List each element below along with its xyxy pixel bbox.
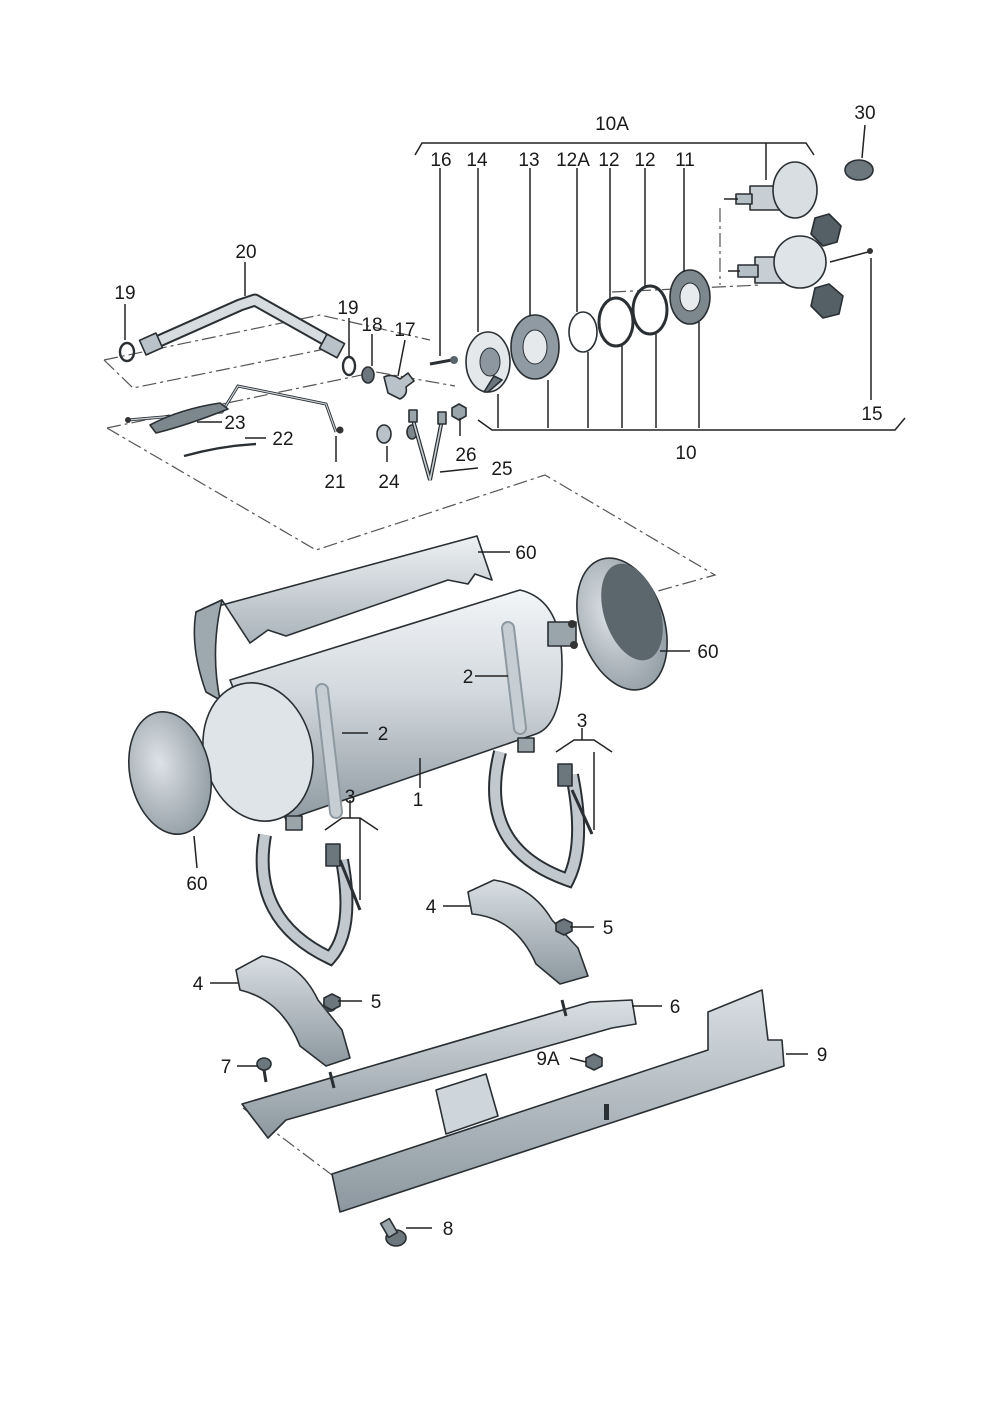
- bolt-8: [379, 1217, 407, 1247]
- label-26: 26: [455, 445, 476, 466]
- vent-pipe-20: [138, 293, 346, 359]
- end-cap-60-right: [576, 557, 668, 691]
- label-7: 7: [221, 1057, 232, 1078]
- protective-sleeve-23: [149, 402, 229, 434]
- callout-labels: 30 10A 16 14 13 12A 12 12 11 20 19 19 18…: [114, 103, 882, 1240]
- label-14: 14: [466, 150, 488, 171]
- crossmember-9: [331, 989, 785, 1213]
- nut-9a: [585, 1053, 603, 1071]
- seal-plate-14: [465, 331, 511, 393]
- label-60-right: 60: [697, 642, 718, 663]
- label-23: 23: [224, 413, 245, 434]
- label-1: 1: [413, 790, 424, 811]
- label-21: 21: [324, 472, 345, 493]
- label-11: 11: [675, 150, 695, 171]
- gas-tank-1: [202, 589, 578, 822]
- label-60-top: 60: [515, 543, 536, 564]
- label-12-second: 12: [634, 150, 655, 171]
- label-10: 10: [675, 443, 696, 464]
- label-6: 6: [670, 997, 681, 1018]
- label-9a: 9A: [536, 1049, 560, 1070]
- label-18: 18: [361, 315, 382, 336]
- hose-clamp-19-right: [341, 355, 357, 377]
- nut-26: [451, 403, 467, 421]
- o-ring-12a: [568, 311, 598, 353]
- group-bracket-10: [477, 417, 906, 431]
- label-9: 9: [817, 1045, 828, 1066]
- label-19-left: 19: [114, 283, 135, 304]
- label-13: 13: [518, 150, 539, 171]
- label-16: 16: [430, 150, 451, 171]
- grommet-24: [376, 424, 418, 444]
- label-8: 8: [443, 1219, 454, 1240]
- flange-ring-11: [669, 269, 711, 325]
- label-12-first: 12: [598, 150, 619, 171]
- dashed-guide-lines: [103, 208, 761, 1179]
- label-30: 30: [854, 103, 875, 124]
- bolt-7: [256, 1057, 272, 1083]
- label-5-left: 5: [371, 992, 382, 1013]
- seal-ring-12-b: [631, 284, 669, 336]
- label-60-left: 60: [186, 874, 207, 895]
- label-22: 22: [272, 429, 293, 450]
- seal-ring-12-a: [597, 296, 635, 348]
- label-3-left: 3: [345, 787, 356, 808]
- earth-cable-25: [408, 409, 447, 481]
- nut-18: [361, 366, 375, 384]
- label-3-right: 3: [577, 711, 588, 732]
- tank-support-4-left: [235, 955, 351, 1067]
- tension-strap-3-right: [488, 737, 594, 889]
- cable-tie-22: [183, 442, 257, 458]
- label-4-right: 4: [426, 897, 437, 918]
- label-2-lower: 2: [378, 724, 389, 745]
- hose-clamp-19-left: [118, 341, 136, 363]
- label-10a: 10A: [595, 114, 629, 135]
- nut-5-right: [555, 918, 573, 936]
- leader-lines: [124, 124, 872, 1229]
- multivalve-assembly-upper: [724, 159, 874, 247]
- cover-plate-13: [510, 314, 560, 380]
- screw-16: [429, 356, 458, 366]
- label-25: 25: [491, 459, 512, 480]
- group-bracket-10a: [414, 142, 815, 180]
- label-17: 17: [394, 320, 415, 341]
- label-24: 24: [378, 472, 400, 493]
- multivalve-assembly-lower: [728, 235, 873, 319]
- nut-5-left: [323, 993, 341, 1011]
- label-2-upper: 2: [463, 667, 474, 688]
- label-5-right: 5: [603, 918, 614, 939]
- label-15: 15: [861, 404, 882, 425]
- label-4-left: 4: [193, 974, 204, 995]
- label-12a: 12A: [556, 150, 590, 171]
- end-cap-60-left: [128, 710, 212, 836]
- crossmember-6: [241, 999, 637, 1139]
- tension-strap-3-left: [255, 815, 362, 967]
- label-20: 20: [235, 242, 256, 263]
- elbow-connector-17: [383, 372, 415, 400]
- label-19-right: 19: [337, 298, 358, 319]
